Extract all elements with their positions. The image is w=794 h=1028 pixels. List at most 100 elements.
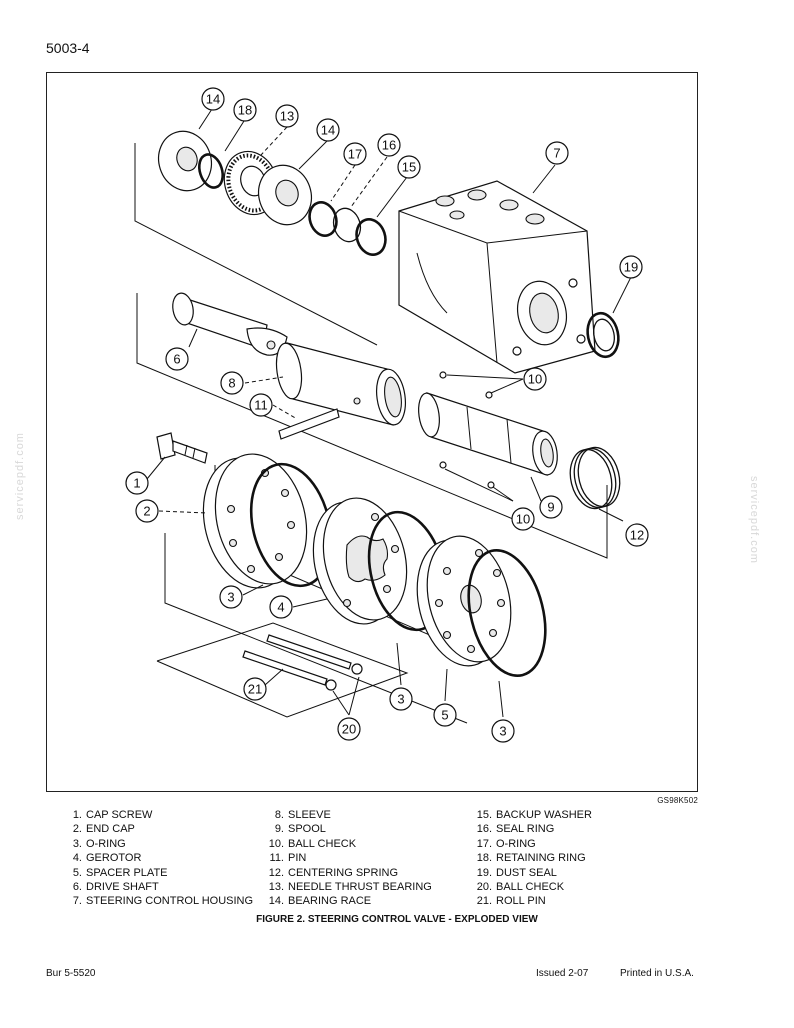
svg-text:7: 7 (553, 146, 560, 161)
legend-item: 19.DUST SEAL (476, 866, 557, 879)
svg-text:15: 15 (402, 160, 416, 175)
svg-text:20: 20 (342, 722, 356, 737)
svg-text:4: 4 (277, 600, 284, 615)
callout-19: 19 (619, 255, 643, 279)
svg-text:3: 3 (499, 724, 506, 739)
svg-text:8: 8 (228, 376, 235, 391)
legend-column-1: 1.CAP SCREW 2.END CAP 3.O-RING 4.GEROTOR… (60, 808, 253, 909)
steering-control-housing-7 (398, 180, 596, 374)
svg-text:13: 13 (280, 109, 294, 124)
legend-item: 11.PIN (269, 852, 307, 865)
sleeve-8 (275, 342, 407, 426)
svg-text:16: 16 (382, 138, 396, 153)
svg-text:3: 3 (227, 590, 234, 605)
figure-code: GS98K502 (657, 796, 698, 805)
callout-14a: 14 (201, 87, 225, 111)
svg-text:5: 5 (441, 708, 448, 723)
callout-16: 16 (377, 133, 401, 157)
callout-3b: 3 (389, 687, 413, 711)
callout-18: 18 (233, 98, 257, 122)
dust-seal-19 (586, 311, 620, 359)
legend-item: 20.BALL CHECK (476, 881, 565, 894)
cap-screw-1 (156, 432, 208, 464)
callout-12: 12 (625, 523, 649, 547)
drive-shaft-6 (172, 292, 288, 356)
ball-check-10c (439, 461, 447, 469)
watermark-left: servicepdf.com (14, 432, 26, 520)
callout-4: 4 (269, 595, 293, 619)
callout-2: 2 (135, 499, 159, 523)
callout-3c: 3 (491, 719, 515, 743)
roll-pins-21 (242, 634, 352, 686)
watermark-right: servicepdf.com (748, 476, 760, 564)
pin-11 (278, 408, 340, 440)
ball-check-20b (325, 679, 337, 691)
legend-item: 2.END CAP (72, 823, 135, 836)
legend-item: 8.SLEEVE (274, 809, 331, 821)
legend-item: 17.O-RING (476, 837, 536, 850)
spacer-plate-5 (416, 535, 512, 667)
page-number: 5003-4 (46, 40, 90, 56)
callout-20: 20 (337, 717, 361, 741)
callout-7: 7 (545, 141, 569, 165)
legend-item: 21.ROLL PIN (476, 895, 546, 908)
svg-text:18: 18 (238, 103, 252, 118)
legend-item: 18.RETAINING RING (476, 852, 586, 865)
figure-caption: FIGURE 2. STEERING CONTROL VALVE - EXPLO… (256, 914, 538, 925)
svg-text:1: 1 (133, 476, 140, 491)
legend-item: 12.CENTERING SPRING (268, 866, 399, 879)
callout-17: 17 (343, 142, 367, 166)
callout-6: 6 (165, 347, 189, 371)
svg-text:21: 21 (248, 682, 262, 697)
legend-column-3: 15.BACKUP WASHER 16.SEAL RING 17.O-RING … (470, 808, 592, 909)
ball-check-10a (439, 371, 447, 379)
legend-item: 15.BACKUP WASHER (476, 809, 592, 821)
legend-item: 14.BEARING RACE (268, 895, 372, 908)
callout-5: 5 (433, 703, 457, 727)
callout-21: 21 (243, 677, 267, 701)
svg-text:3: 3 (397, 692, 404, 707)
ball-check-10d (487, 481, 495, 489)
callout-9: 9 (539, 495, 563, 519)
footer-issued: Issued 2-07 (536, 968, 589, 979)
legend-item: 1.CAP SCREW (72, 809, 153, 821)
seal-ring-16 (332, 207, 362, 243)
end-cap-2 (202, 453, 308, 589)
ball-check-20a (351, 663, 363, 675)
gerotor-4 (312, 497, 408, 625)
bearing-race-14a (157, 130, 213, 192)
legend-item: 7.STEERING CONTROL HOUSING (72, 895, 254, 908)
svg-text:14: 14 (206, 92, 220, 107)
legend-item: 6.DRIVE SHAFT (72, 881, 159, 894)
ball-check-10b (485, 391, 493, 399)
legend-item: 9.SPOOL (274, 823, 326, 836)
retaining-ring-18 (197, 153, 225, 189)
legend-item: 3.O-RING (72, 837, 126, 850)
footer-printed: Printed in U.S.A. (620, 968, 694, 979)
o-ring-3c (467, 548, 547, 678)
callout-13: 13 (275, 104, 299, 128)
centering-spring-12 (569, 446, 621, 510)
exploded-view-figure: 14 18 13 14 17 16 15 7 19 6 8 10 11 1 2 … (46, 72, 698, 792)
footer-doc-number: Bur 5-5520 (46, 968, 96, 979)
callout-1: 1 (125, 471, 149, 495)
legend-item: 5.SPACER PLATE (72, 866, 168, 879)
svg-text:2: 2 (143, 504, 150, 519)
callout-10b: 10 (511, 507, 535, 531)
svg-text:10: 10 (528, 372, 542, 387)
callout-8: 8 (220, 371, 244, 395)
svg-text:10: 10 (516, 512, 530, 527)
legend-item: 13.NEEDLE THRUST BEARING (268, 881, 432, 894)
callout-10a: 10 (523, 367, 547, 391)
svg-text:14: 14 (321, 123, 335, 138)
svg-text:6: 6 (173, 352, 180, 367)
legend-item: 4.GEROTOR (72, 852, 142, 865)
callout-15: 15 (397, 155, 421, 179)
svg-text:17: 17 (348, 147, 362, 162)
legend-item: 10.BALL CHECK (268, 837, 357, 850)
svg-text:19: 19 (624, 260, 638, 275)
exploded-view-drawing: 14 18 13 14 17 16 15 7 19 6 8 10 11 1 2 … (125, 87, 649, 743)
svg-text:9: 9 (547, 500, 554, 515)
backup-washer-15 (355, 218, 387, 256)
callout-14b: 14 (316, 118, 340, 142)
